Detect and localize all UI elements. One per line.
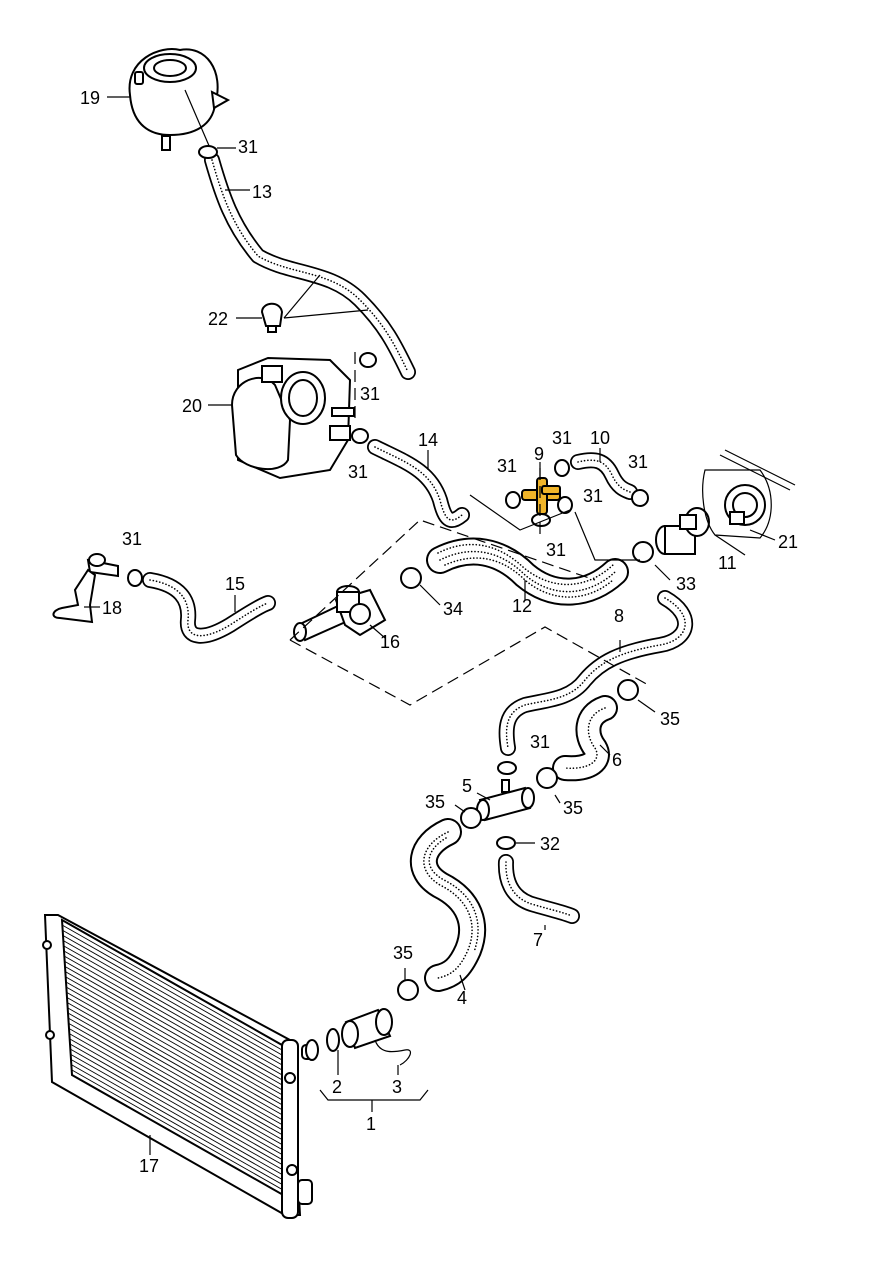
- radiator-outlet: [305, 1039, 319, 1061]
- radiator-fins: [61, 919, 293, 1201]
- label-13: 13: [252, 182, 272, 202]
- label-18: 18: [102, 598, 122, 618]
- label-31: 31: [628, 452, 648, 472]
- connector-9-highlighted: [521, 477, 561, 515]
- label-34: 34: [443, 599, 463, 619]
- label-8: 8: [614, 606, 624, 626]
- bracket-18: [52, 553, 119, 624]
- label-33: 33: [676, 574, 696, 594]
- oring-2: [326, 1028, 340, 1052]
- label-15: 15: [225, 574, 245, 594]
- label-31: 31: [583, 486, 603, 506]
- hose-13: [204, 152, 416, 380]
- coupling-3: [341, 1008, 412, 1066]
- label-31: 31: [530, 732, 550, 752]
- label-31: 31: [552, 428, 572, 448]
- hose-8: [498, 590, 693, 756]
- label-17: 17: [139, 1156, 159, 1176]
- expansion-tank: [128, 48, 231, 151]
- label-35: 35: [660, 709, 680, 729]
- label-20: 20: [182, 396, 202, 416]
- clamps: [127, 145, 654, 1001]
- label-11: 11: [718, 553, 737, 573]
- label-4: 4: [457, 988, 467, 1008]
- hose-7: [497, 854, 580, 924]
- label-35: 35: [393, 943, 413, 963]
- heater-21: [702, 449, 796, 539]
- radiator: [42, 914, 317, 1219]
- label-14: 14: [418, 430, 438, 450]
- label-1: 1: [366, 1114, 376, 1134]
- label-31: 31: [348, 462, 368, 482]
- label-2: 2: [332, 1077, 342, 1097]
- label-10: 10: [590, 428, 610, 448]
- callout-labels: 19 31 13 22 31 20 31 14 31 9 31 10 31 31…: [80, 88, 798, 1176]
- label-35: 35: [425, 792, 445, 812]
- label-31: 31: [546, 540, 566, 560]
- throttle-body: [230, 356, 355, 480]
- clip-22: [260, 302, 284, 333]
- label-31: 31: [360, 384, 380, 404]
- hose-4: [409, 818, 487, 992]
- label-31: 31: [122, 529, 142, 549]
- connector-11: [655, 507, 710, 555]
- hose-10: [570, 452, 638, 500]
- label-31: 31: [238, 137, 258, 157]
- flange-16: [293, 585, 387, 642]
- label-5: 5: [462, 776, 472, 796]
- label-21: 21: [778, 532, 798, 552]
- label-7: 7: [533, 930, 543, 950]
- hose-15: [142, 572, 276, 644]
- label-16: 16: [380, 632, 400, 652]
- hose-14: [367, 439, 470, 528]
- hose-6: [552, 695, 618, 782]
- connector-5: [476, 779, 535, 822]
- leader-lines: [84, 96, 776, 1155]
- label-22: 22: [208, 309, 228, 329]
- label-35: 35: [563, 798, 583, 818]
- label-12: 12: [512, 596, 532, 616]
- label-32: 32: [540, 834, 560, 854]
- label-31: 31: [497, 456, 517, 476]
- label-6: 6: [612, 750, 622, 770]
- label-9: 9: [534, 444, 544, 464]
- label-3: 3: [392, 1077, 402, 1097]
- hose-12: [426, 537, 629, 606]
- label-19: 19: [80, 88, 100, 108]
